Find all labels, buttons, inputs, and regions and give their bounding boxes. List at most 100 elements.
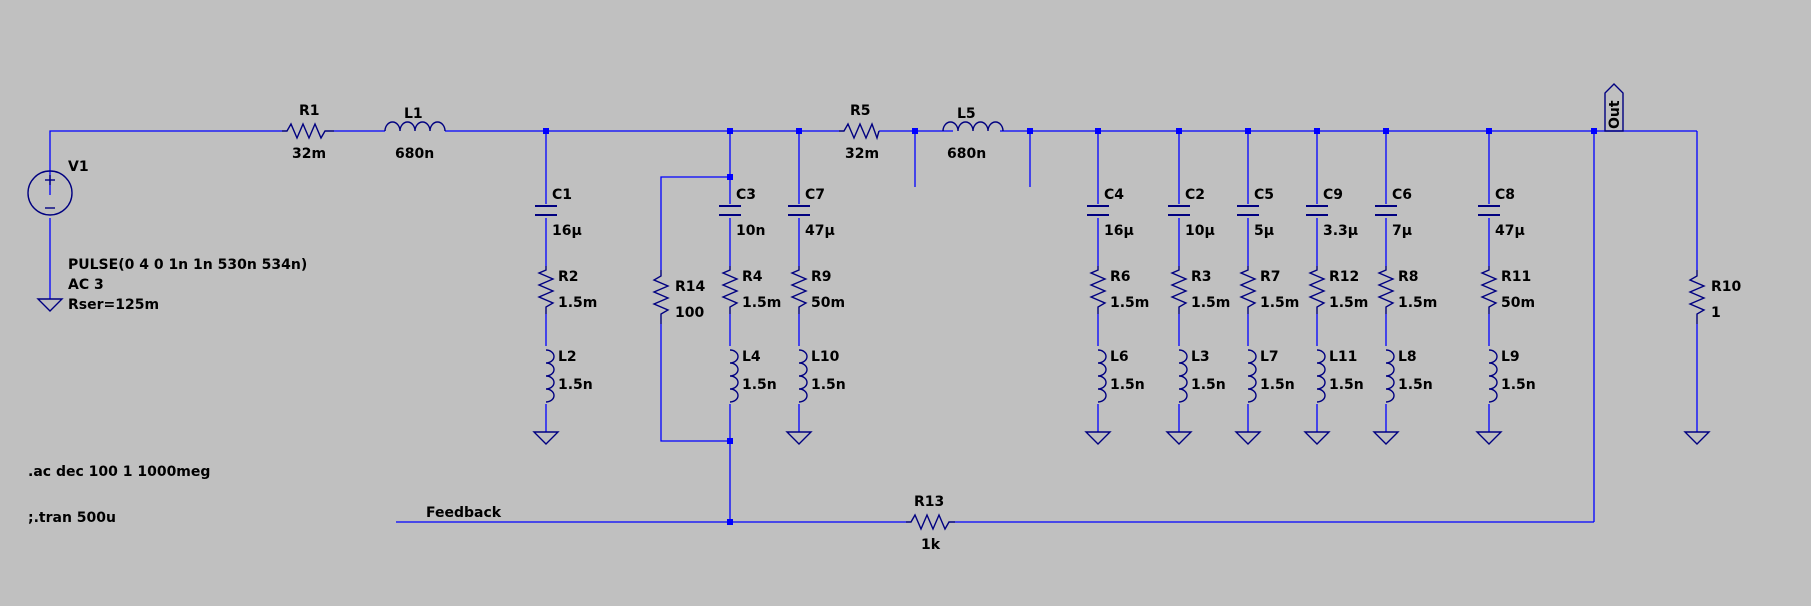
capacitor[interactable] [1236, 204, 1260, 218]
junction-dot [1245, 128, 1251, 134]
resistor[interactable] [1308, 266, 1326, 314]
ground-icon [1372, 431, 1400, 445]
capacitor[interactable] [1477, 204, 1501, 218]
resistor-icon [1239, 266, 1257, 314]
resistor-r14[interactable] [652, 270, 670, 324]
inductor[interactable] [1238, 346, 1258, 404]
inductor-background [1376, 346, 1396, 404]
out-port-flag[interactable]: Out [1604, 83, 1624, 132]
capacitor-value-label: 16µ [552, 223, 582, 239]
inductor-ref-label: L10 [811, 349, 840, 365]
resistor-icon [790, 266, 808, 314]
capacitor-ref-label: C3 [736, 187, 756, 203]
resistor-icon [721, 266, 739, 314]
resistor-icon [1308, 266, 1326, 314]
resistor-ref-label: R2 [558, 269, 579, 285]
capacitor[interactable] [1167, 204, 1191, 218]
rlc-branch [1374, 204, 1398, 404]
ground-icon [1165, 431, 1193, 445]
inductor-value-label: 1.5n [1501, 377, 1536, 393]
junction-dot [1176, 128, 1182, 134]
inductor-l5[interactable] [942, 121, 1004, 132]
resistor[interactable] [790, 266, 808, 314]
source-symbol-icon [27, 170, 73, 216]
capacitor[interactable] [1086, 204, 1110, 218]
ground-icon [1683, 431, 1711, 445]
capacitor-value-label: 16µ [1104, 223, 1134, 239]
series-ref-label: L1 [404, 106, 423, 122]
rlc-branch [718, 204, 742, 404]
resistor-icon [1089, 266, 1107, 314]
inductor-ref-label: L3 [1191, 349, 1210, 365]
inductor-ref-label: L6 [1110, 349, 1129, 365]
feedback-value-label: 1k [921, 537, 941, 553]
resistor[interactable] [537, 266, 555, 314]
inductor-l1[interactable] [384, 121, 446, 132]
capacitor-ref-label: C5 [1254, 187, 1274, 203]
resistor-ref-label: R9 [811, 269, 832, 285]
resistor-r10[interactable] [1688, 270, 1706, 324]
resistor-ref-label: R12 [1329, 269, 1359, 285]
resistor[interactable] [1239, 266, 1257, 314]
resistor-icon [1377, 266, 1395, 314]
inductor[interactable] [720, 346, 740, 404]
inductor-icon [1316, 349, 1326, 403]
series-ref-label: R1 [299, 103, 320, 119]
resistor-ref-label: R4 [742, 269, 763, 285]
shunt-ref-label: R14 [675, 279, 706, 295]
resistor[interactable] [1170, 266, 1188, 314]
inductor-icon [798, 349, 808, 403]
inductor[interactable] [1088, 346, 1108, 404]
resistor-ref-label: R6 [1110, 269, 1131, 285]
inductor-background [720, 346, 740, 404]
inductor[interactable] [1479, 346, 1499, 404]
capacitor[interactable] [1305, 204, 1329, 218]
inductor-value-label: 1.5n [1260, 377, 1295, 393]
inductor[interactable] [1169, 346, 1189, 404]
inductor[interactable] [536, 346, 556, 404]
inductor-background [1479, 346, 1499, 404]
resistor-r13[interactable] [906, 513, 955, 531]
resistor-icon [1170, 266, 1188, 314]
resistor[interactable] [1377, 266, 1395, 314]
resistor-r5[interactable] [839, 122, 880, 141]
wire-source-top [49, 130, 282, 195]
capacitor-ref-label: C4 [1104, 187, 1124, 203]
inductor[interactable] [789, 346, 809, 404]
capacitor[interactable] [534, 204, 558, 218]
ground-icon [532, 431, 560, 445]
inductor[interactable] [1307, 346, 1327, 404]
resistor-ref-label: R3 [1191, 269, 1212, 285]
resistor[interactable] [1480, 266, 1498, 314]
series-ref-label: L5 [957, 106, 976, 122]
resistor[interactable] [721, 266, 739, 314]
capacitor-value-label: 10µ [1185, 223, 1215, 239]
resistor-value-label: 1.5m [1110, 295, 1149, 311]
junction-dot [912, 128, 918, 134]
inductor-value-label: 1.5n [558, 377, 593, 393]
inductor-ref-label: L4 [742, 349, 761, 365]
junction-dot [1383, 128, 1389, 134]
capacitor[interactable] [787, 204, 811, 218]
voltage-source-v1[interactable] [27, 170, 73, 216]
resistor-icon [537, 266, 555, 314]
inductor-icon [942, 121, 1004, 132]
junction-dot [1027, 128, 1033, 134]
series-value-label: 680n [395, 146, 434, 162]
inductor[interactable] [1376, 346, 1396, 404]
series-value-label: 680n [947, 146, 986, 162]
resistor-background [1688, 270, 1706, 324]
resistor[interactable] [1089, 266, 1107, 314]
source-spice-line: Rser=125m [68, 297, 159, 313]
ground-icon [1234, 431, 1262, 445]
inductor-value-label: 1.5n [1110, 377, 1145, 393]
resistor-icon [282, 122, 334, 140]
capacitor-ref-label: C6 [1392, 187, 1412, 203]
ground-icon [785, 431, 813, 445]
capacitor-ref-label: C2 [1185, 187, 1205, 203]
capacitor[interactable] [718, 204, 742, 218]
inductor-ref-label: L8 [1398, 349, 1417, 365]
junction-dot [1095, 128, 1101, 134]
resistor-r1[interactable] [282, 122, 334, 140]
capacitor[interactable] [1374, 204, 1398, 218]
